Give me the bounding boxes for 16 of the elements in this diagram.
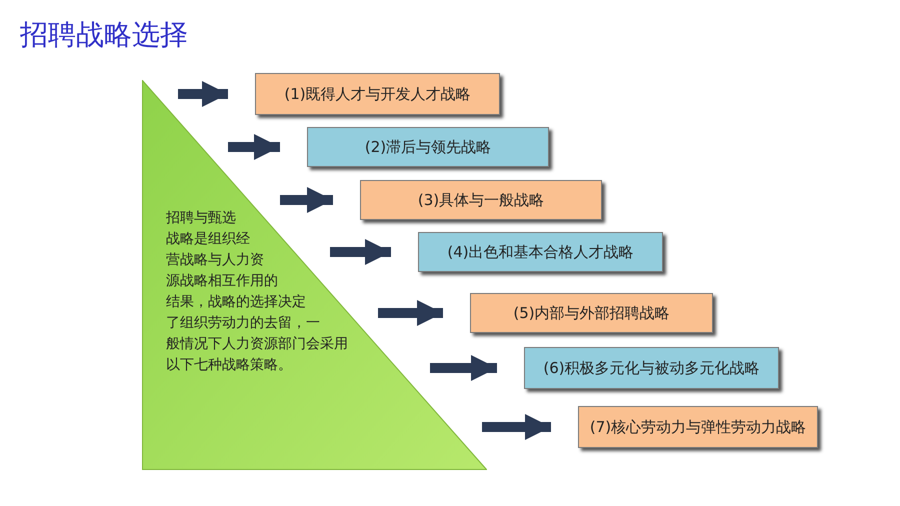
strategy-box: (3)具体与一般战略 <box>360 180 602 220</box>
strategy-box: (1)既得人才与开发人才战略 <box>255 73 500 115</box>
arrow <box>178 81 228 107</box>
arrow <box>330 239 391 265</box>
description-text: 招聘与甄选战略是组织经营战略与人力资源战略相互作用的结果，战略的选择决定了组织劳动力的去留，一般情况下人力资源部门会采用以下七种战略策略。 <box>166 210 348 373</box>
arrow <box>378 300 443 326</box>
arrow <box>430 355 497 381</box>
strategy-box: (6)积极多元化与被动多元化战略 <box>524 347 779 389</box>
strategy-box: (2)滞后与领先战略 <box>307 127 549 167</box>
arrow <box>228 134 280 160</box>
strategy-box: (7)核心劳动力与弹性劳动力战略 <box>578 406 818 448</box>
strategy-box: (5)内部与外部招聘战略 <box>470 293 713 333</box>
strategy-box: (4)出色和基本合格人才战略 <box>418 232 663 272</box>
arrow <box>482 414 551 440</box>
page-title: 招聘战略选择 <box>20 17 188 53</box>
arrow <box>280 187 333 213</box>
